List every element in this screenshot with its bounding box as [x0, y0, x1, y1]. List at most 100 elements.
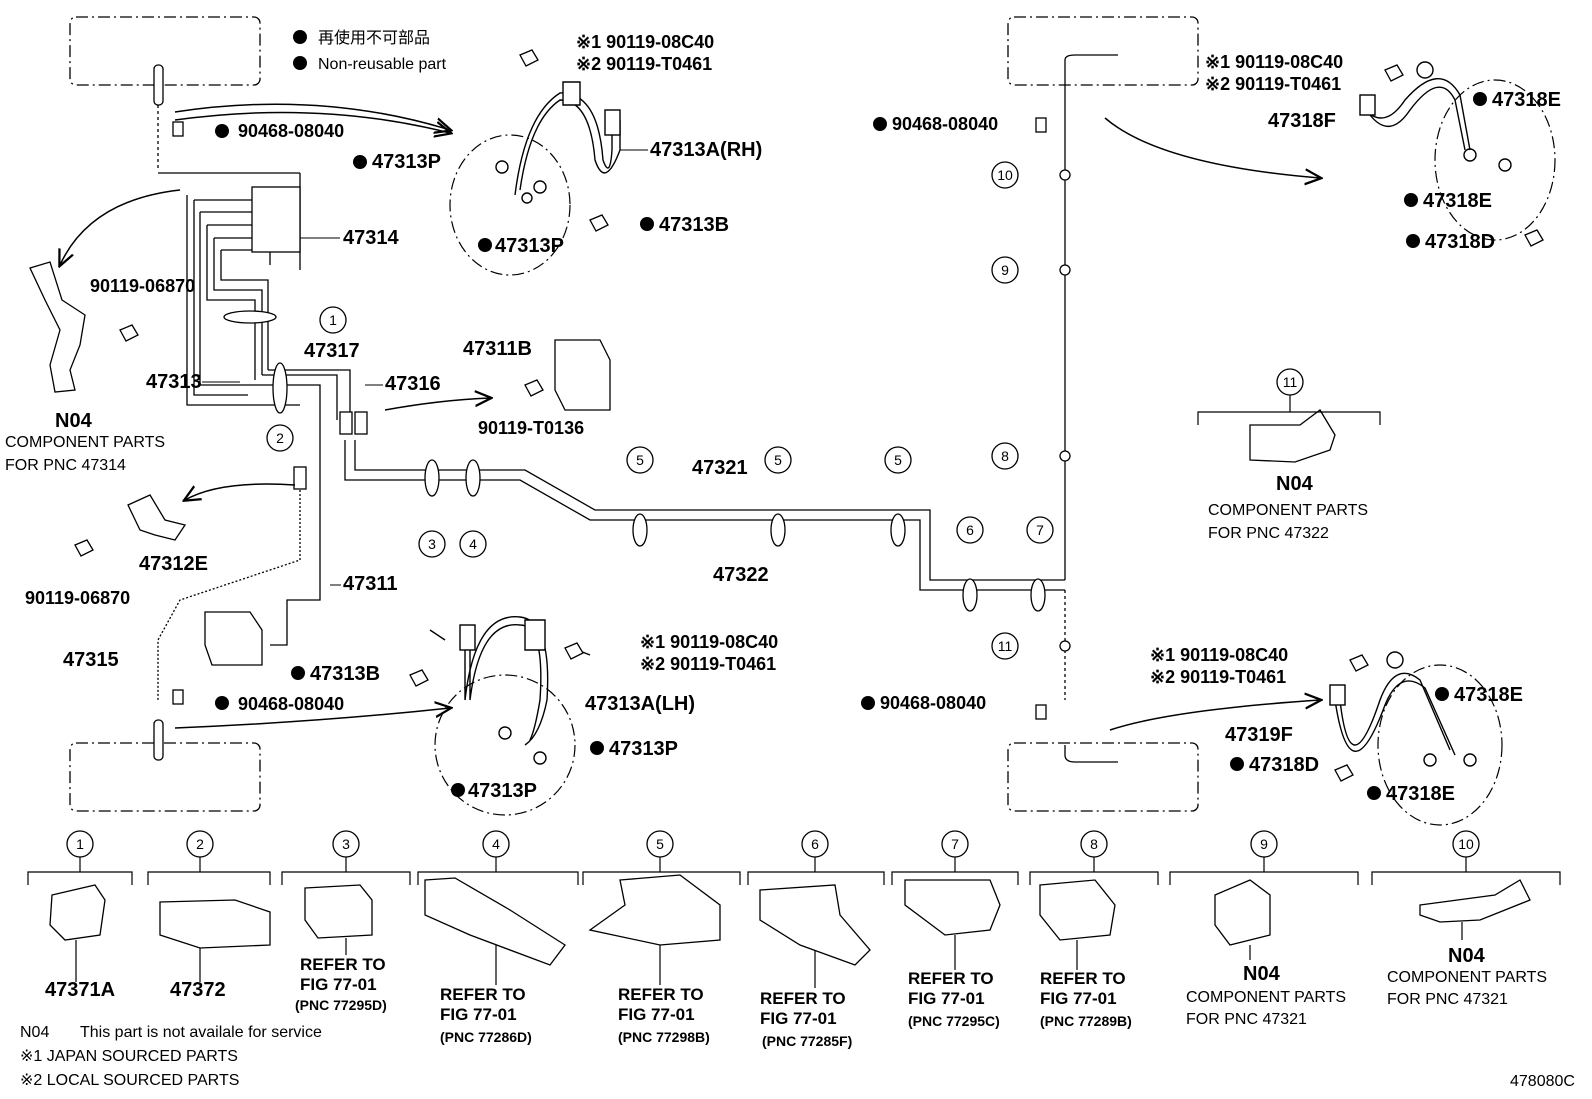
label-90468-08040-rr: 90468-08040	[892, 114, 998, 134]
n04-47322: N04	[1276, 473, 1314, 495]
front-left-wheel-box	[69, 742, 261, 812]
clamp-6	[962, 578, 978, 612]
pnc-4: (PNC 77286D)	[440, 1029, 532, 1045]
callout-2: 2	[276, 430, 284, 446]
bolt-icon	[409, 669, 429, 687]
label-47313a-rh: 47313A(RH)	[650, 139, 762, 161]
for-pnc-47314: FOR PNC 47314	[5, 457, 126, 474]
non-reusable-dot-icon	[293, 30, 307, 44]
n04-47321-a: N04	[1243, 963, 1281, 985]
callout-5b: 5	[774, 452, 782, 468]
clamp-6-sketch	[759, 884, 871, 966]
label-47313b-2: 47313B	[310, 663, 380, 685]
label-47321: 47321	[692, 457, 748, 479]
bolt-icon	[1524, 229, 1544, 247]
bolt-icon	[524, 379, 544, 397]
bolt-icon	[519, 49, 539, 67]
callout-5a: 5	[636, 452, 644, 468]
clamp-3	[424, 459, 440, 497]
label-47312e: 47312E	[139, 553, 208, 575]
bottom-callout-9: 9	[1260, 836, 1268, 852]
bolt-icon	[1334, 764, 1354, 782]
legend-japan-sourced: ※1 JAPAN SOURCED PARTS	[20, 1048, 238, 1065]
clamp-5a	[632, 513, 648, 547]
callout-8: 8	[1001, 448, 1009, 464]
clamp-7-sketch	[904, 879, 1001, 936]
clamp-47372-sketch	[159, 899, 271, 949]
label-08c40-fr: ※1 90119-08C40	[576, 32, 714, 52]
clamp-9-point	[1059, 264, 1071, 276]
callout-5c: 5	[894, 452, 902, 468]
label-47372: 47372	[170, 979, 226, 1001]
holder-47311b	[554, 339, 611, 411]
label-47314: 47314	[343, 227, 399, 249]
clamp-7	[1030, 578, 1046, 612]
label-47315: 47315	[63, 649, 119, 671]
fig-7: FIG 77-01	[908, 989, 985, 1008]
bracket-47322	[1249, 409, 1336, 463]
clamp-10-sketch	[1419, 879, 1531, 923]
pnc-3: (PNC 77295D)	[295, 997, 387, 1013]
clamp-8-sketch	[1039, 879, 1116, 941]
label-47322: 47322	[713, 564, 769, 586]
label-47319f: 47319F	[1225, 724, 1293, 746]
label-47313p-2: 47313P	[495, 235, 564, 257]
component-parts-47321-a: COMPONENT PARTS	[1186, 989, 1346, 1006]
callout-3: 3	[428, 536, 436, 552]
pnc-7: (PNC 77295C)	[908, 1013, 1000, 1029]
callout-10: 10	[997, 167, 1013, 183]
label-90468-08040-rl: 90468-08040	[880, 693, 986, 713]
bolt-icon	[74, 539, 94, 557]
bottom-callout-1: 1	[76, 836, 84, 852]
clamp-5-sketch	[588, 874, 721, 946]
label-08c40-rl: ※1 90119-08C40	[1150, 645, 1288, 665]
bolt-icon	[564, 642, 584, 660]
callout-6: 6	[966, 522, 974, 538]
legend-en: Non-reusable part	[318, 56, 447, 73]
label-90468-08040-fr: 90468-08040	[238, 121, 344, 141]
label-47318f: 47318F	[1268, 110, 1336, 132]
legend: 再使用不可部品 Non-reusable part	[293, 29, 447, 73]
pnc-6: (PNC 77285F)	[762, 1033, 852, 1049]
bolt-icon	[119, 324, 139, 342]
pnc-5: (PNC 77298B)	[618, 1029, 710, 1045]
refer-to-6: REFER TO	[760, 989, 846, 1008]
clamp-1	[223, 310, 277, 324]
refer-to-3: REFER TO	[300, 955, 386, 974]
clamp-9-sketch	[1214, 879, 1271, 946]
component-parts-47314: COMPONENT PARTS	[5, 434, 165, 451]
component-parts-47321-b: COMPONENT PARTS	[1387, 969, 1547, 986]
clamp-5b	[770, 513, 786, 547]
refer-to-8: REFER TO	[1040, 969, 1126, 988]
legend-n04-code: N04	[20, 1024, 49, 1041]
refer-to-7: REFER TO	[908, 969, 994, 988]
fig-3: FIG 77-01	[300, 975, 377, 994]
legend-jp: 再使用不可部品	[318, 29, 430, 47]
label-t0461-rl: ※2 90119-T0461	[1150, 667, 1286, 687]
callout-11-detail: 11	[1283, 374, 1298, 390]
clamp-8-point	[1059, 450, 1071, 462]
bottom-callout-2: 2	[196, 836, 204, 852]
label-47318e-1: 47318E	[1492, 89, 1561, 111]
n04-47321-b: N04	[1448, 945, 1486, 967]
pnc-8: (PNC 77289B)	[1040, 1013, 1132, 1029]
bottom-callout-6: 6	[811, 836, 819, 852]
label-47313p-4: 47313P	[468, 780, 537, 802]
callout-4: 4	[469, 536, 477, 552]
clamp-11-point	[1059, 640, 1071, 652]
callout-1: 1	[329, 312, 337, 328]
clamp-5c	[890, 513, 906, 547]
bracket-47312e	[127, 494, 187, 541]
label-t0461-fr: ※2 90119-T0461	[576, 54, 712, 74]
fig-4: FIG 77-01	[440, 1005, 517, 1024]
callout-11: 11	[998, 638, 1013, 654]
clamp-4-sketch	[424, 877, 566, 966]
clamp-2	[272, 362, 288, 414]
label-90468-08040-fl: 90468-08040	[238, 694, 344, 714]
label-47313: 47313	[146, 371, 202, 393]
clamp-4	[465, 459, 481, 497]
rear-right-wheel-box	[1007, 16, 1199, 86]
label-08c40-fl: ※1 90119-08C40	[640, 632, 778, 652]
label-t0461-fl: ※2 90119-T0461	[640, 654, 776, 674]
label-47313p-1: 47313P	[372, 151, 441, 173]
